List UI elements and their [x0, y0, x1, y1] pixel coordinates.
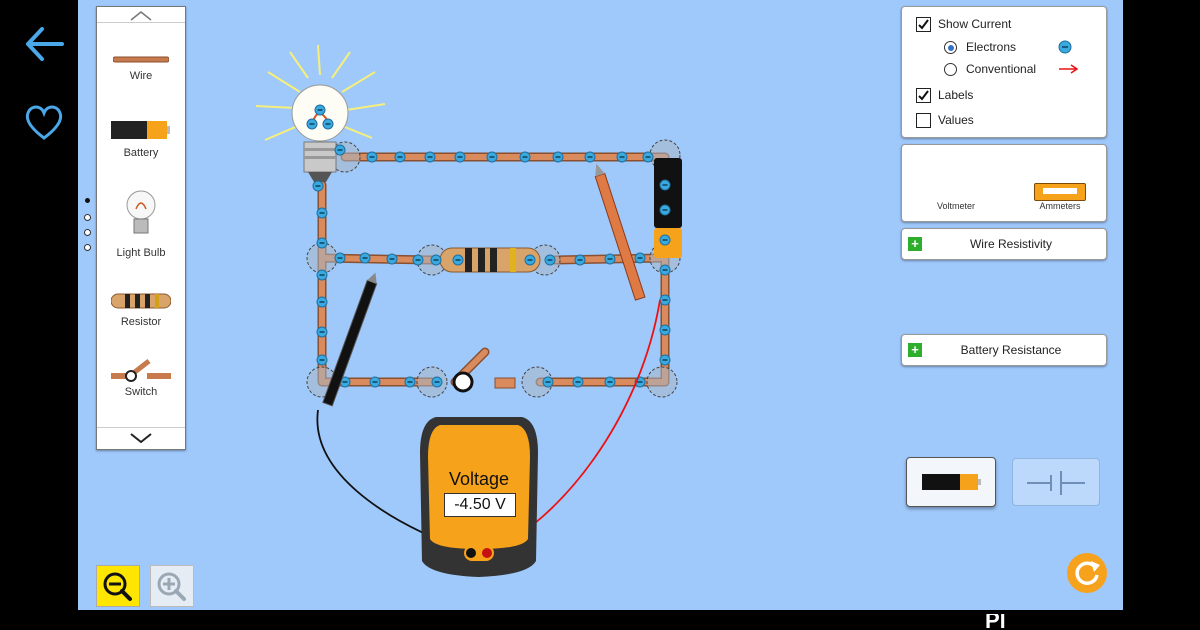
values-checkbox[interactable]	[916, 113, 931, 128]
electrons-radio[interactable]	[944, 41, 957, 54]
red-probe	[594, 163, 646, 301]
page-dot[interactable]	[84, 214, 91, 221]
schematic-battery-icon	[1027, 471, 1085, 495]
heart-icon[interactable]	[22, 100, 66, 144]
divider	[97, 22, 185, 23]
battery-icon	[111, 121, 170, 139]
resistor-icon	[111, 293, 171, 309]
toolbox-item-resistor[interactable]: Resistor	[97, 285, 185, 333]
toolbox-item-label: Battery	[123, 147, 159, 159]
conventional-radio[interactable]	[944, 63, 957, 76]
page-dot[interactable]	[84, 229, 91, 236]
labels-label: Labels	[938, 88, 974, 102]
battery-resistance-title: Battery Resistance	[960, 343, 1062, 357]
toolbox-item-wire[interactable]: Wire	[97, 47, 185, 93]
switch-icon	[111, 359, 171, 382]
labels-checkbox[interactable]	[916, 88, 931, 103]
reset-button[interactable]	[1067, 553, 1107, 593]
page-dot[interactable]	[84, 244, 91, 251]
expand-plus-icon[interactable]: +	[908, 237, 922, 251]
zoom-in-button[interactable]	[150, 565, 194, 607]
wire-icon	[113, 56, 169, 63]
switch-component	[450, 347, 516, 393]
black-probe	[322, 272, 378, 407]
toolbox-item-switch[interactable]: Switch	[97, 355, 185, 403]
voltmeter-tool-label: Voltmeter	[936, 201, 976, 211]
schematic-view-button[interactable]	[1012, 458, 1100, 506]
resistor-component	[439, 247, 541, 273]
zoom-out-button[interactable]	[96, 565, 140, 607]
electron-icon	[1058, 40, 1072, 54]
toolbox-item-label: Light Bulb	[116, 247, 166, 259]
brand-text: Pl	[985, 614, 1006, 630]
zoom-out-icon	[103, 572, 132, 601]
brand-logo: Pl	[985, 614, 1065, 630]
show-current-checkbox[interactable]	[916, 17, 931, 32]
black-socket	[466, 548, 476, 558]
expand-plus-icon[interactable]: +	[908, 343, 922, 357]
divider	[97, 427, 185, 428]
electron-particles	[306, 104, 671, 388]
values-label: Values	[938, 113, 974, 127]
zoom-in-icon	[157, 572, 186, 601]
red-socket	[482, 548, 492, 558]
toolbox-item-label: Wire	[129, 70, 153, 82]
voltmeter-device[interactable]: Voltage -4.50 V	[418, 413, 540, 578]
voltmeter-reading: -4.50 V	[444, 493, 516, 517]
component-toolbox: Wire Battery Light Bulb Resistor Switch	[96, 6, 186, 450]
ammeters-tool-label: Ammeters	[1039, 201, 1081, 211]
conventional-label: Conventional	[966, 62, 1037, 76]
ammeter-icon[interactable]	[1034, 183, 1086, 201]
toolbox-page-indicator[interactable]	[84, 198, 92, 254]
battery-resistance-panel[interactable]: + Battery Resistance	[901, 334, 1107, 366]
wire-resistivity-panel[interactable]: + Wire Resistivity	[901, 228, 1107, 260]
electrons-label: Electrons	[966, 40, 1017, 54]
toolbox-item-label: Resistor	[120, 316, 162, 328]
wire-resistivity-title: Wire Resistivity	[969, 237, 1052, 251]
chevron-up-icon[interactable]	[127, 9, 155, 23]
lifelike-view-button[interactable]	[906, 457, 996, 507]
display-options-panel: Show Current Electrons Conventional Labe…	[901, 6, 1107, 138]
instruments-panel: Voltmeter Ammeters	[901, 144, 1107, 222]
chevron-down-icon[interactable]	[127, 431, 155, 445]
light-bulb-icon	[126, 190, 156, 234]
back-arrow-icon[interactable]	[22, 22, 66, 66]
toolbox-item-label: Switch	[124, 386, 158, 398]
show-current-label: Show Current	[938, 17, 1012, 31]
voltmeter-title: Voltage	[448, 469, 510, 489]
battery-icon	[922, 474, 981, 490]
toolbox-item-battery[interactable]: Battery	[97, 113, 185, 163]
red-arrow-icon	[1059, 64, 1079, 74]
reset-icon	[1075, 561, 1100, 585]
page-dot-active[interactable]	[85, 198, 90, 203]
toolbox-item-light-bulb[interactable]: Light Bulb	[97, 185, 185, 261]
